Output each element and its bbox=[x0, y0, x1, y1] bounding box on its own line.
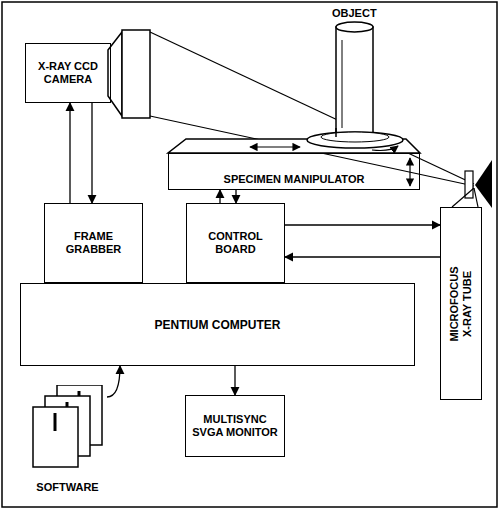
node-label: MULTISYNC SVGA MONITOR bbox=[186, 413, 284, 439]
signal-arrow bbox=[285, 224, 440, 225]
signal-arrow bbox=[219, 190, 220, 203]
software-pages bbox=[30, 385, 105, 473]
rotate-arrow bbox=[372, 146, 398, 151]
node-label: CONTROL BOARD bbox=[187, 230, 284, 256]
page-mark bbox=[54, 413, 57, 431]
rotary-stage-inner bbox=[321, 132, 389, 142]
xray-cone-edge bbox=[150, 32, 474, 184]
frame-grabber-box: FRAME GRABBER bbox=[44, 203, 143, 283]
xray-target bbox=[475, 160, 492, 208]
manipulator-box: SPECIMEN MANIPULATOR bbox=[168, 153, 420, 190]
signal-arrow bbox=[91, 103, 92, 203]
camera-face bbox=[122, 30, 150, 118]
node-label: X-RAY CCD CAMERA bbox=[26, 60, 110, 86]
node-label: PENTIUM COMPUTER bbox=[151, 318, 285, 332]
camera-box: X-RAY CCD CAMERA bbox=[25, 43, 111, 103]
node-label: MICROFOCUS X-RAY TUBE bbox=[448, 261, 474, 347]
node-label: SPECIMEN MANIPULATOR bbox=[220, 173, 369, 186]
lift-arrow bbox=[409, 158, 410, 186]
object-label: OBJECT bbox=[332, 7, 377, 20]
tube-stand bbox=[452, 188, 474, 207]
node-heading: SOFTWARE bbox=[36, 481, 98, 494]
object-detail bbox=[342, 40, 343, 128]
signal-arrow bbox=[69, 103, 70, 203]
signal-arrow bbox=[285, 256, 440, 257]
rotary-stage bbox=[307, 132, 403, 148]
object-cylinder bbox=[336, 27, 373, 135]
signal-arrow bbox=[235, 190, 236, 203]
signal-arrow bbox=[107, 366, 120, 397]
computer-box: PENTIUM COMPUTER bbox=[20, 283, 415, 366]
node-label: FRAME GRABBER bbox=[45, 230, 142, 256]
cylinder-lower bbox=[335, 128, 337, 137]
tube-stand bbox=[474, 188, 478, 207]
signal-arrow bbox=[234, 366, 235, 395]
xray-cone-edge bbox=[150, 116, 474, 186]
control-board-box: CONTROL BOARD bbox=[186, 203, 285, 283]
monitor-box: MULTISYNC SVGA MONITOR bbox=[185, 395, 285, 457]
object-top bbox=[336, 22, 373, 32]
software-icon: SOFTWARE bbox=[30, 385, 105, 473]
translate-arrow bbox=[250, 146, 300, 147]
page bbox=[33, 407, 78, 467]
xray-tube-box: MICROFOCUS X-RAY TUBE bbox=[440, 207, 482, 400]
